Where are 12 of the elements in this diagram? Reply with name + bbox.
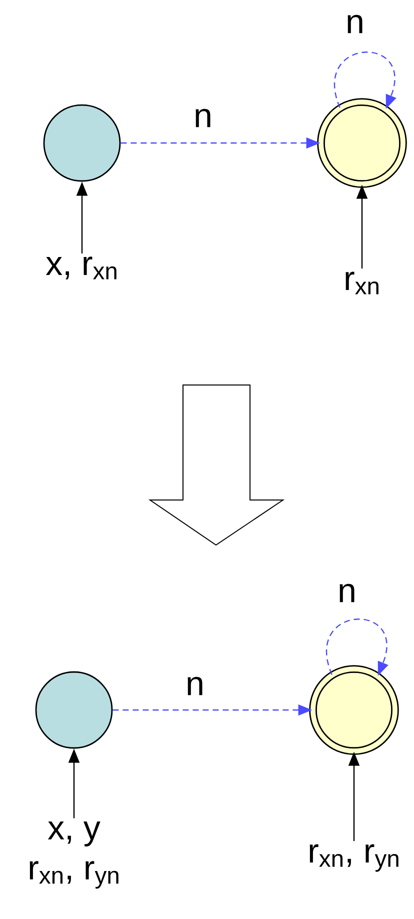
double-circle (309, 665, 399, 755)
edge-label: n (336, 582, 358, 604)
state-label: x, r$_{xn}$ (46, 256, 116, 280)
double-circle (317, 98, 407, 188)
edge-label: n (344, 14, 366, 34)
edge-label: n (184, 676, 206, 696)
state-circle (43, 104, 121, 182)
state-circle (35, 671, 113, 749)
state-label: r$_{xn}$ (346, 272, 378, 294)
state-label: x, y r$_{xn}$, r$_{yn}$ (30, 821, 118, 889)
state-label: r$_{xn}$, r$_{yn}$ (310, 844, 398, 872)
edge-label: n (192, 108, 214, 128)
